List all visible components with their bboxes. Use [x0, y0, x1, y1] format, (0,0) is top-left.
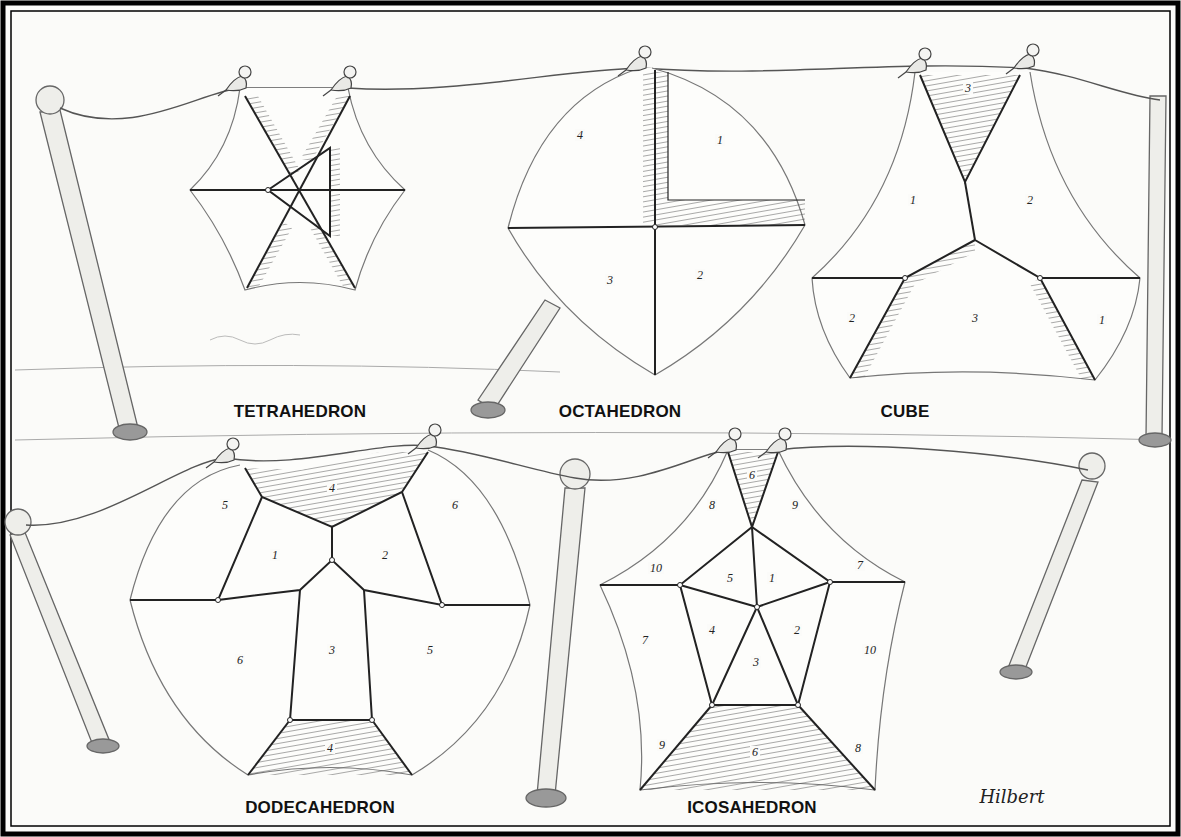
octahedron-net [508, 68, 805, 375]
face-number: 6 [750, 746, 760, 758]
face-number: 3 [963, 82, 973, 94]
face-number: 8 [853, 742, 863, 754]
face-number: 5 [425, 644, 435, 656]
face-number: 5 [725, 572, 735, 584]
frame [3, 3, 1178, 834]
face-number: 4 [325, 742, 335, 754]
face-number: 2 [695, 269, 705, 281]
face-number: 3 [327, 644, 337, 656]
face-number: 3 [751, 656, 761, 668]
dodecahedron-net [130, 450, 530, 775]
face-number: 6 [747, 469, 757, 481]
face-number: 1 [1097, 314, 1107, 326]
face-number: 10 [648, 562, 664, 574]
face-number: 2 [792, 624, 802, 636]
face-number: 2 [380, 549, 390, 561]
solid-name: OCTAHEDRON [559, 402, 682, 422]
face-number: 6 [450, 499, 460, 511]
solid-name: TETRAHEDRON [234, 402, 367, 422]
face-number: 4 [575, 129, 585, 141]
face-number: 4 [327, 482, 337, 494]
face-number: 9 [657, 739, 667, 751]
cube-net [812, 72, 1140, 380]
face-number: 7 [640, 634, 650, 646]
face-number: 8 [707, 499, 717, 511]
rope [26, 66, 1160, 525]
face-number: 3 [605, 274, 615, 286]
face-number: 7 [855, 559, 865, 571]
solid-name: DODECAHEDRON [245, 798, 395, 818]
face-number: 1 [767, 572, 777, 584]
solid-name: CUBE [881, 402, 930, 422]
face-number: 6 [235, 654, 245, 666]
face-number: 1 [270, 549, 280, 561]
face-number: 2 [847, 312, 857, 324]
face-number: 9 [790, 499, 800, 511]
bird [206, 44, 1039, 468]
face-number: 2 [1025, 194, 1035, 206]
icosahedron-net [600, 450, 905, 790]
solid-name: ICOSAHEDRON [687, 798, 817, 818]
face-number: 5 [220, 499, 230, 511]
signature: Hilbert [979, 786, 1044, 807]
face-number: 1 [715, 134, 725, 146]
face-number: 3 [970, 312, 980, 324]
face-number: 10 [862, 644, 878, 656]
face-number: 1 [908, 194, 918, 206]
face-number: 4 [707, 624, 717, 636]
tetrahedron-net [190, 88, 405, 290]
